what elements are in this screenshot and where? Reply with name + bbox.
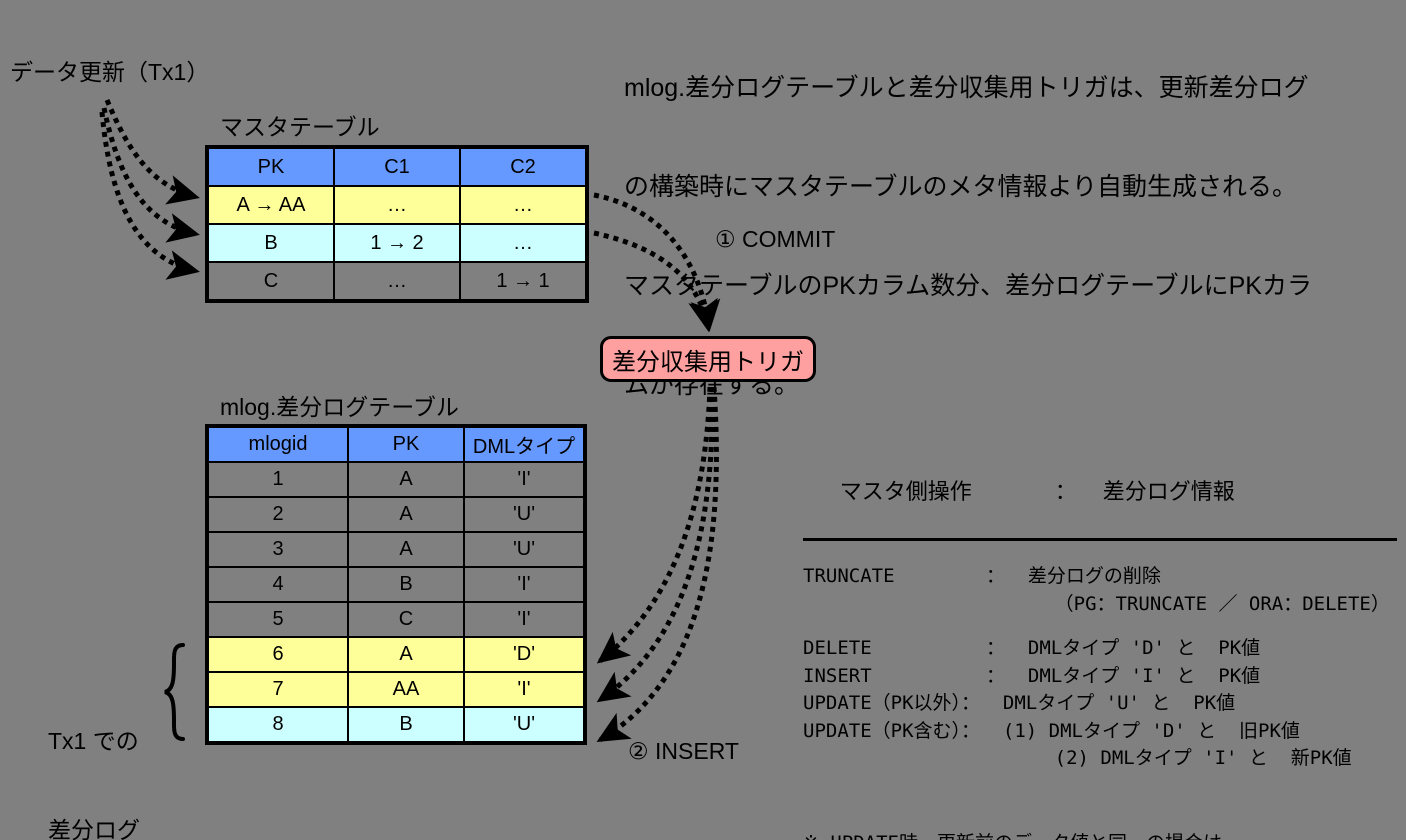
legend-entry: TRUNCATE ： 差分ログの削除 — [803, 565, 1161, 587]
mlog-cell: 'D' — [463, 636, 586, 673]
arrow-update-to-master-row-1 — [104, 99, 200, 205]
mlog-cell: B — [347, 706, 465, 744]
mlog-cell: C — [347, 601, 465, 638]
table-row: 6 A 'D' — [206, 636, 586, 673]
legend-entry: UPDATE（PK以外）： DMLタイプ 'U' と PK値 — [803, 692, 1236, 715]
master-table-header-row: PK C1 C2 — [206, 146, 588, 187]
mlog-cell: 'I' — [463, 461, 586, 498]
mlog-cell: 'I' — [463, 671, 586, 708]
data-update-label: データ更新（Tx1） — [10, 59, 210, 85]
mlog-cell: AA — [347, 671, 465, 708]
master-cell: C — [206, 261, 335, 302]
legend-block: マスタ側操作 ： 差分ログ情報 TRUNCATE ： 差分ログの削除 （PG：TRU… — [803, 448, 1403, 773]
step-2-insert-label: ② INSERT — [628, 738, 739, 764]
master-cell: … — [459, 223, 588, 263]
table-row: 3 A 'U' — [206, 531, 586, 568]
mlog-col-header-dmltype: DMLタイプ — [463, 425, 586, 463]
trigger-box[interactable]: 差分収集用トリガ — [600, 336, 816, 382]
mlog-cell: B — [347, 566, 465, 603]
mlog-table-caption: mlog.差分ログテーブル — [220, 394, 459, 420]
legend-header-left: マスタ側操作 — [839, 479, 972, 504]
mlog-cell: A — [347, 461, 465, 498]
table-row: A → AA … … — [206, 185, 588, 225]
master-col-header-c2: C2 — [459, 146, 588, 187]
master-cell: B — [206, 223, 335, 263]
mlog-cell: 6 — [206, 636, 349, 673]
mlog-col-header-pk: PK — [347, 425, 465, 463]
tx1-brace-label-line-2: 差分ログ — [48, 817, 140, 840]
master-table: PK C1 C2 A → AA … … B 1 → 2 … C … 1 → 1 — [205, 145, 589, 303]
tx1-brace-label-line-1: Tx1 での — [48, 727, 139, 754]
legend-entry: (2) DMLタイプ 'I' と 新PK値 — [803, 747, 1352, 770]
mlog-cell: 7 — [206, 671, 349, 708]
mlog-cell: 'I' — [463, 601, 586, 638]
master-cell: … — [333, 185, 461, 225]
master-cell: A → AA — [206, 185, 335, 225]
legend-header: マスタ側操作 ： 差分ログ情報 — [803, 448, 1403, 532]
mlog-cell: 3 — [206, 531, 349, 568]
master-col-header-c1: C1 — [333, 146, 461, 187]
master-cell: 1 → 2 — [333, 223, 461, 263]
intro-line-1: mlog.差分ログテーブルと差分収集用トリガは、更新差分ログ — [624, 74, 1309, 102]
intro-line-3: マスタテーブルのPKカラム数分、差分ログテーブルにPKカラ — [624, 272, 1312, 300]
table-row: 8 B 'U' — [206, 706, 586, 744]
master-cell: … — [333, 261, 461, 302]
mlog-col-header-mlogid: mlogid — [206, 425, 349, 463]
legend-note: ※ UPDATE時、更新前のデータ値と同一の場合は 差分ログを追加しない — [803, 775, 1222, 840]
mlog-cell: 'U' — [463, 531, 586, 568]
legend-entry: （PG：TRUNCATE ／ ORA：DELETE） — [803, 592, 1390, 615]
legend-entry: UPDATE（PK含む）： (1) DMLタイプ 'D' と 旧PK値 — [803, 719, 1300, 742]
legend-header-right: 差分ログ情報 — [1102, 479, 1235, 504]
legend-divider — [803, 538, 1397, 541]
arrowheads-mlog — [600, 655, 614, 661]
tx1-brace-label: Tx1 での 差分ログ — [48, 667, 140, 840]
mlog-cell: 8 — [206, 706, 349, 744]
legend-note-line-1: ※ UPDATE時、更新前のデータ値と同一の場合は — [803, 830, 1222, 840]
legend-entry: DELETE ： DMLタイプ 'D' と PK値 — [803, 637, 1261, 660]
legend-header-separator: ： — [1054, 479, 1077, 504]
mlog-cell: A — [347, 496, 465, 533]
table-row: 5 C 'I' — [206, 601, 586, 638]
mlog-cell: 2 — [206, 496, 349, 533]
table-row: B 1 → 2 … — [206, 223, 588, 263]
arrow-update-to-master-row-3 — [99, 111, 200, 280]
master-cell: 1 → 1 — [459, 261, 588, 302]
master-table-caption: マスタテーブル — [220, 114, 380, 140]
mlog-cell: 1 — [206, 461, 349, 498]
mlog-table-header-row: mlogid PK DMLタイプ — [206, 425, 586, 463]
table-row: C … 1 → 1 — [206, 261, 588, 302]
master-cell: … — [459, 185, 588, 225]
intro-line-2: の構築時にマスタテーブルのメタ情報より自動生成される。 — [624, 173, 1298, 201]
tx1-brace — [164, 643, 185, 741]
mlog-cell: A — [347, 636, 465, 673]
mlog-cell: 5 — [206, 601, 349, 638]
mlog-table: mlogid PK DMLタイプ 1 A 'I' 2 A 'U' 3 A 'U'… — [205, 424, 587, 745]
trigger-box-label: 差分収集用トリガ — [612, 348, 804, 376]
mlog-cell: 'U' — [463, 706, 586, 744]
arrow-update-to-master-row-2 — [101, 107, 200, 243]
table-row: 1 A 'I' — [206, 461, 586, 498]
mlog-cell: 'I' — [463, 566, 586, 603]
mlog-cell: A — [347, 531, 465, 568]
master-col-header-pk: PK — [206, 146, 335, 187]
step-1-commit-label: ① COMMIT — [715, 226, 836, 252]
legend-spacer — [803, 618, 1403, 635]
table-row: 4 B 'I' — [206, 566, 586, 603]
table-row: 7 AA 'I' — [206, 671, 586, 708]
legend-entry: INSERT ： DMLタイプ 'I' と PK値 — [803, 664, 1261, 687]
table-row: 2 A 'U' — [206, 496, 586, 533]
mlog-cell: 'U' — [463, 496, 586, 533]
mlog-cell: 4 — [206, 566, 349, 603]
